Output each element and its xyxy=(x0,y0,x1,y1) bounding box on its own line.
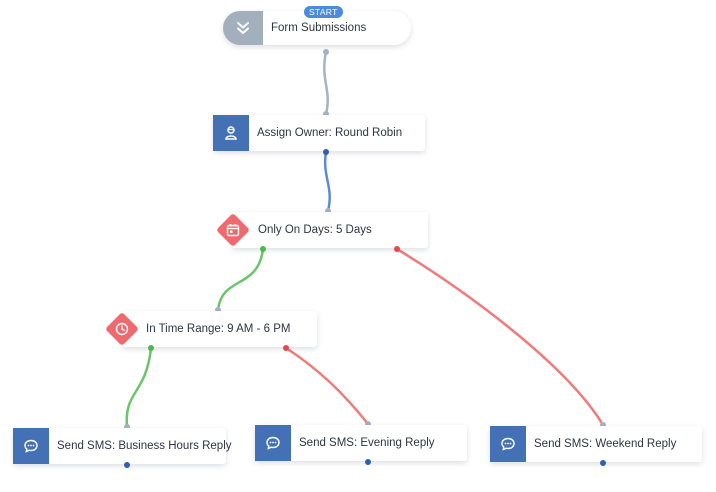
business-input-port[interactable] xyxy=(124,424,130,430)
in-time-range-label: In Time Range: 9 AM - 6 PM xyxy=(146,323,291,335)
assign-owner-node[interactable]: Assign Owner: Round Robin xyxy=(213,115,425,151)
timerange-input-port[interactable] xyxy=(215,307,221,313)
person-icon xyxy=(213,115,249,151)
sms-weekend-node[interactable]: Send SMS: Weekend Reply xyxy=(490,426,702,462)
calendar-icon xyxy=(226,224,240,237)
start-output-port[interactable] xyxy=(323,49,329,55)
evening-output-port[interactable] xyxy=(365,459,371,465)
start-node[interactable]: Form Submissions xyxy=(223,11,411,45)
chat-bubble-icon xyxy=(255,425,291,461)
only-on-days-node[interactable]: Only On Days: 5 Days xyxy=(232,212,428,248)
sms-evening-label: Send SMS: Evening Reply xyxy=(299,437,435,449)
assign-output-port[interactable] xyxy=(323,149,329,155)
connector-assign-to-days xyxy=(323,150,331,213)
days-yes-port[interactable] xyxy=(260,246,266,252)
connector-start-to-assign xyxy=(323,50,329,116)
in-time-range-condition-icon xyxy=(105,312,139,346)
only-on-days-condition-icon xyxy=(216,213,250,247)
start-node-label: Form Submissions xyxy=(271,22,367,34)
sms-weekend-label: Send SMS: Weekend Reply xyxy=(534,438,677,450)
assign-input-port[interactable] xyxy=(323,111,329,117)
only-on-days-label: Only On Days: 5 Days xyxy=(258,224,372,236)
connector-days-yes-to-timerange xyxy=(216,247,265,312)
start-badge: START xyxy=(304,6,343,18)
sms-evening-node[interactable]: Send SMS: Evening Reply xyxy=(255,425,467,461)
clock-icon xyxy=(115,322,129,336)
sms-business-node[interactable]: Send SMS: Business Hours Reply xyxy=(13,428,232,464)
sms-business-label: Send SMS: Business Hours Reply xyxy=(57,440,232,452)
assign-owner-label: Assign Owner: Round Robin xyxy=(257,127,403,139)
days-no-port[interactable] xyxy=(394,246,400,252)
evening-input-port[interactable] xyxy=(365,421,371,427)
chat-bubble-icon xyxy=(13,428,49,464)
days-input-port[interactable] xyxy=(325,208,331,214)
timerange-no-port[interactable] xyxy=(283,345,289,351)
timerange-yes-port[interactable] xyxy=(148,345,154,351)
connector-timerange-no-to-evening xyxy=(284,346,370,426)
connector-timerange-yes-to-business xyxy=(125,346,153,429)
weekend-input-port[interactable] xyxy=(600,422,606,428)
business-output-port[interactable] xyxy=(124,462,130,468)
double-chevron-down-icon xyxy=(223,11,263,45)
connector-days-no-to-weekend xyxy=(395,247,605,427)
in-time-range-node[interactable]: In Time Range: 9 AM - 6 PM xyxy=(122,311,317,347)
chat-bubble-icon xyxy=(490,426,526,462)
weekend-output-port[interactable] xyxy=(600,460,606,466)
